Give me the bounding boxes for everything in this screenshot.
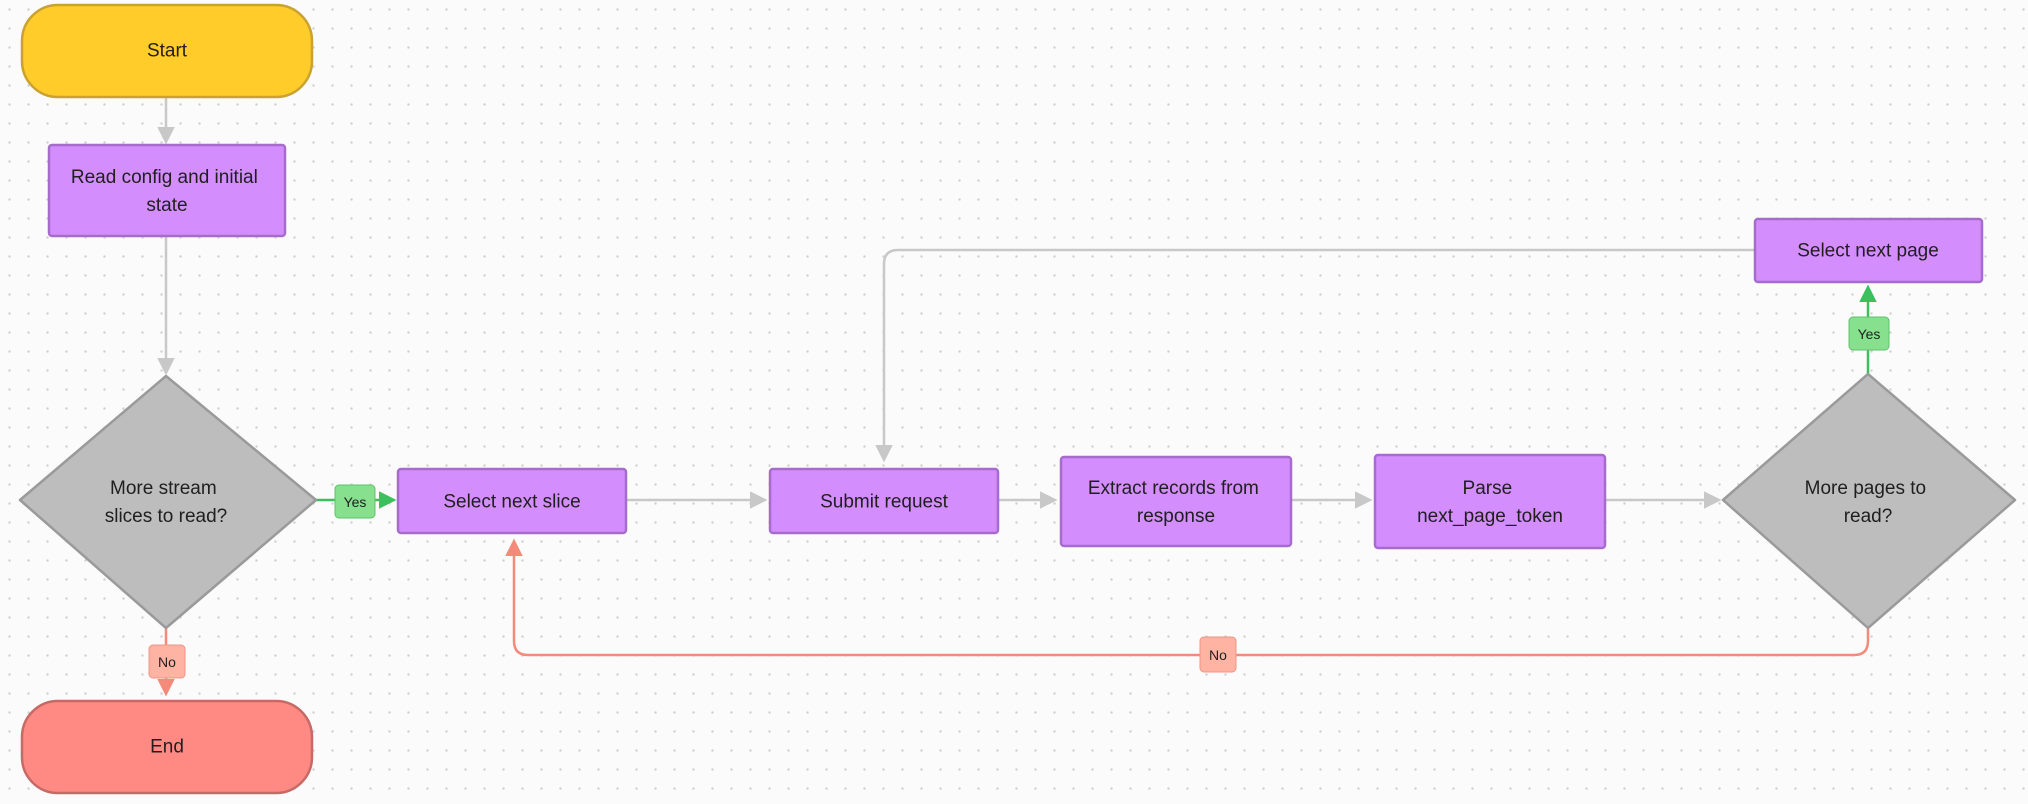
start-terminal[interactable]: Start	[20, 3, 314, 99]
submit-request-process[interactable]: Submit request	[768, 467, 1000, 535]
extract-records-label: Extract records from response	[1088, 478, 1264, 527]
more-slices-label: More stream slices to read?	[105, 478, 228, 527]
more-pages-decision[interactable]: More pages to read?	[1721, 372, 2017, 630]
more-pages-label: More pages to read?	[1805, 478, 1932, 527]
no-badge-slices: No	[148, 644, 186, 679]
parse-token-process[interactable]: Parse next_page_token	[1373, 453, 1607, 550]
read-config-label: Read config and initial state	[71, 167, 263, 216]
select-slice-label: Select next slice	[443, 492, 580, 513]
no-badge-pages-label: No	[1209, 647, 1227, 663]
connectors	[157, 97, 1877, 697]
select-page-process[interactable]: Select next page	[1753, 217, 1984, 284]
yes-badge-pages-label: Yes	[1858, 326, 1881, 342]
select-slice-process[interactable]: Select next slice	[396, 467, 628, 535]
submit-request-label: Submit request	[820, 492, 949, 513]
select-page-label: Select next page	[1797, 241, 1939, 262]
no-badge-pages: No	[1199, 636, 1237, 673]
more-slices-decision[interactable]: More stream slices to read?	[18, 374, 318, 630]
edge-select-page-to-submit	[875, 248, 1755, 463]
yes-badge-slices: Yes	[334, 484, 376, 519]
yes-badge-pages: Yes	[1848, 316, 1890, 351]
read-config-process[interactable]: Read config and initial state	[47, 143, 287, 238]
start-label: Start	[147, 41, 188, 62]
edge-more-pages-no	[505, 538, 1870, 657]
end-label: End	[150, 737, 184, 758]
end-terminal[interactable]: End	[20, 699, 314, 795]
extract-records-process[interactable]: Extract records from response	[1059, 455, 1293, 548]
parse-token-label: Parse next_page_token	[1417, 478, 1563, 527]
no-badge-slices-label: No	[158, 654, 176, 670]
yes-badge-slices-label: Yes	[344, 494, 367, 510]
